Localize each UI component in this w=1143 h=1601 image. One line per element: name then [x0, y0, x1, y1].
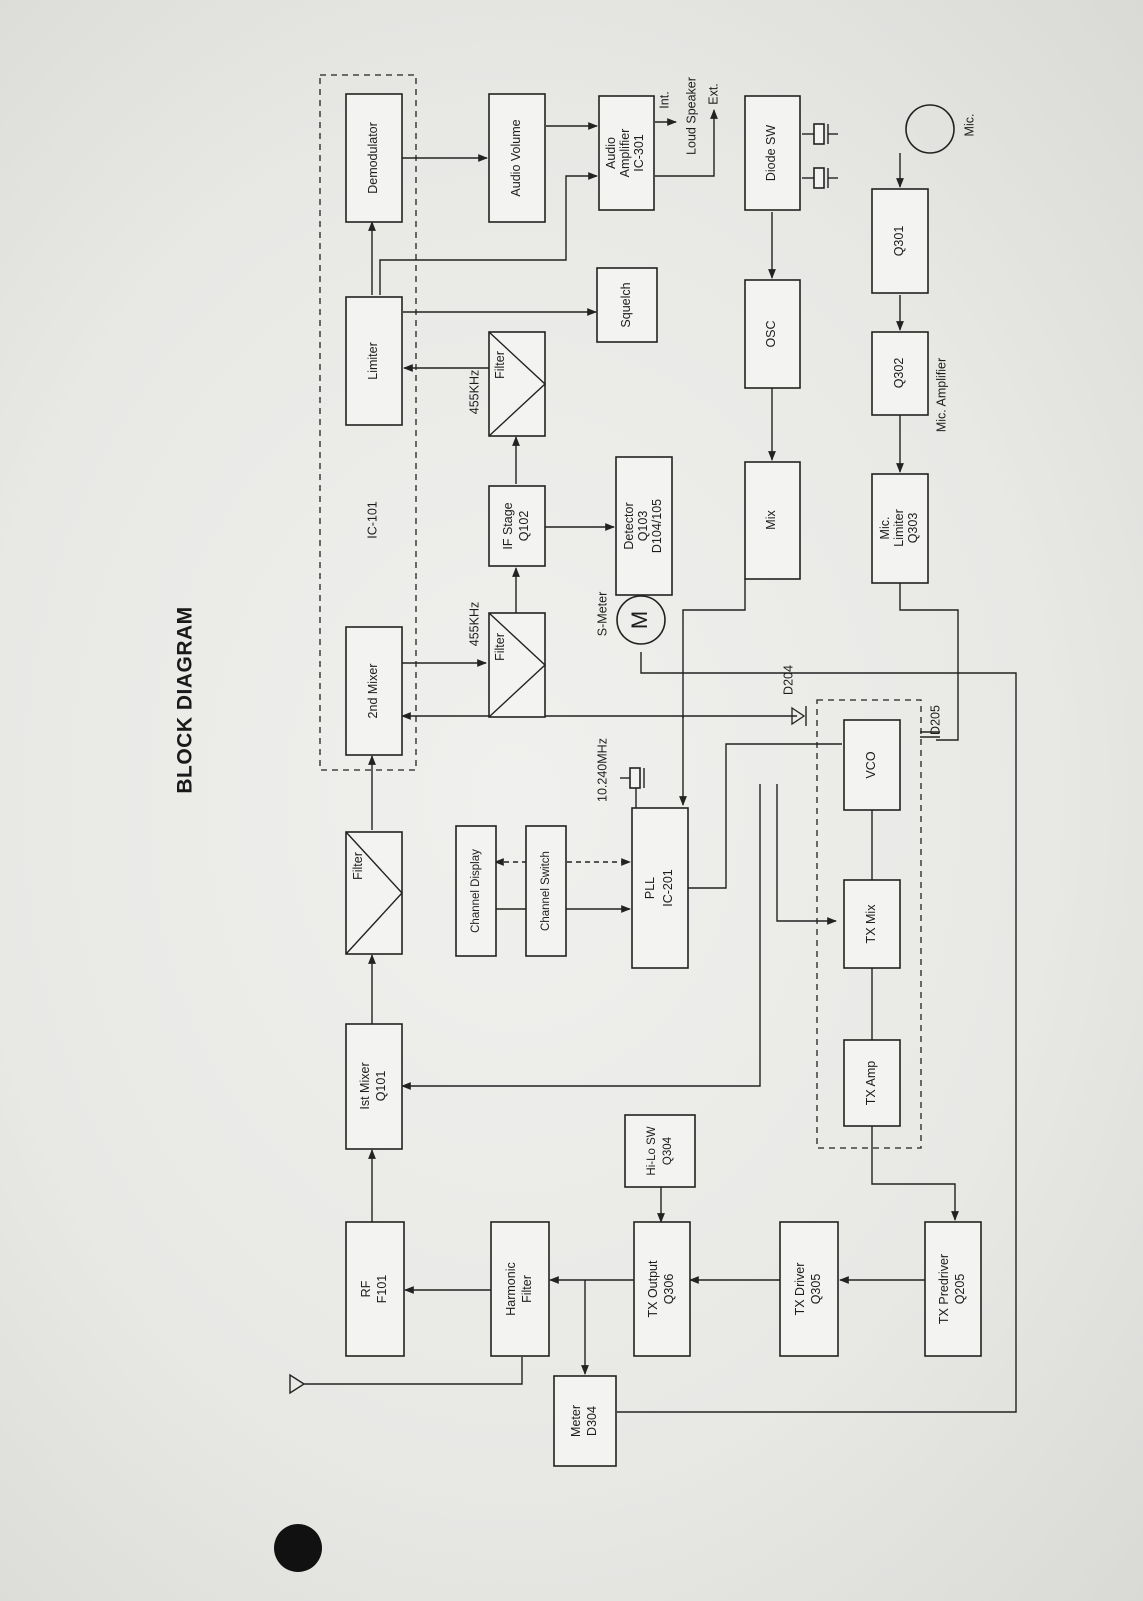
channel-switch-label: Channel Switch [540, 851, 552, 931]
tx-mix-label: TX Mix [864, 904, 878, 944]
ext-label: Ext. [706, 83, 720, 105]
khz-top-label: 455KHz [467, 370, 481, 414]
mic-symbol [905, 104, 955, 154]
khz-bottom-label: 455KHz [467, 602, 481, 646]
mic-label: Mic. [962, 114, 976, 137]
q302-label: Q302 [892, 358, 906, 389]
diagram-title: BLOCK DIAGRAM [174, 606, 197, 793]
squelch-label: Squelch [619, 282, 633, 327]
crystal-freq-label: 10.240MHz [595, 738, 609, 802]
block-labels: Demodulator Audio Volume AudioAmplifierI… [351, 119, 967, 1437]
filter-455-b-label: Filter [493, 633, 507, 661]
ic101-label: IC-101 [365, 501, 379, 539]
q301-label: Q301 [892, 226, 906, 257]
limiter-label: Limiter [366, 342, 380, 380]
loud-speaker-label: Loud Speaker [684, 77, 698, 155]
vco-label: VCO [864, 751, 878, 778]
mic-amplifier-label: Mic. Amplifier [934, 358, 948, 432]
mic-limiter-label: Mic.LimiterQ303 [878, 509, 920, 547]
blocks [345, 93, 982, 1467]
channel-display-label: Channel Display [470, 849, 482, 933]
ic101-group [319, 74, 417, 771]
s-meter-label: S-Meter [595, 592, 609, 636]
audio-volume-label: Audio Volume [509, 119, 523, 196]
second-mixer-label: 2nd Mixer [366, 664, 380, 719]
osc-label: OSC [764, 320, 778, 347]
filter-main-label: Filter [351, 852, 365, 880]
vco-tx-group [816, 699, 922, 1149]
free-labels: Int. Loud Speaker Ext. Mic. Mic. Amplifi… [467, 77, 976, 802]
signal-lines [289, 109, 1017, 1413]
punch-hole [274, 1524, 322, 1572]
diode-sw-label: Diode SW [764, 125, 778, 181]
d205-label: D205 [928, 705, 942, 735]
detector-label: DetectorQ103D104/105 [622, 499, 664, 553]
filter-455-a-label: Filter [493, 351, 507, 379]
demodulator-label: Demodulator [366, 122, 380, 194]
audio-amp-label: AudioAmplifierIC-301 [604, 129, 646, 178]
crystal-symbols [629, 123, 838, 789]
mix-label: Mix [764, 510, 778, 530]
d204-label: D204 [781, 665, 795, 695]
s-meter-symbol [616, 595, 666, 645]
s-meter-glyph: M [627, 611, 652, 629]
int-label: Int. [657, 91, 671, 108]
tx-amp-label: TX Amp [864, 1061, 878, 1106]
